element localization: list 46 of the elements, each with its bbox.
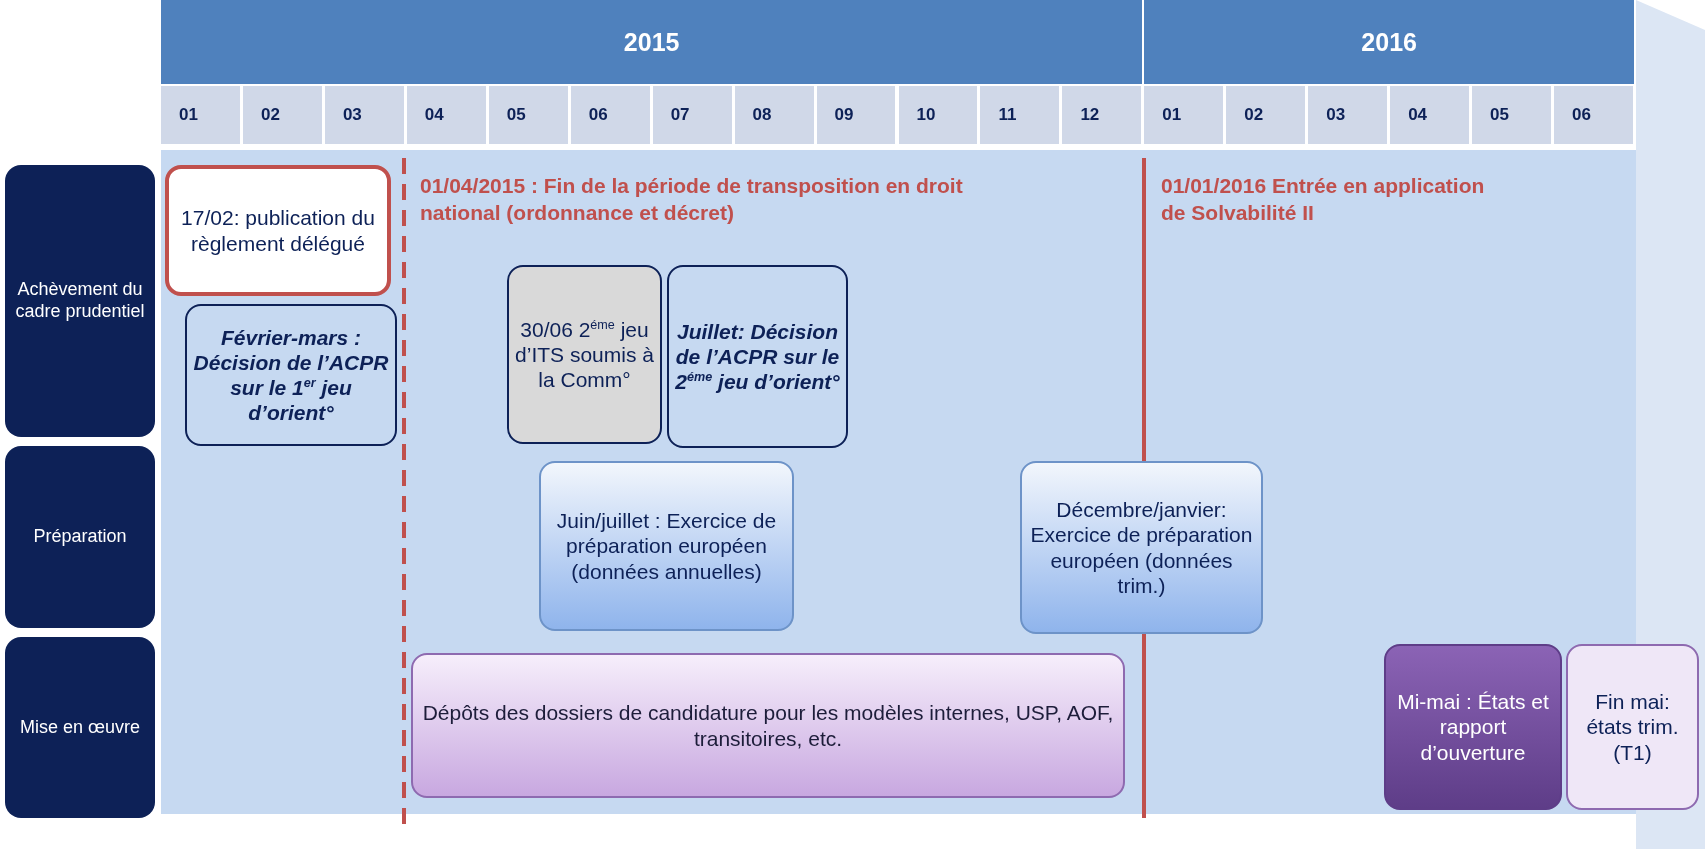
event-box bbox=[507, 265, 662, 444]
event-text: Mi-mai : États et rapport d’ouverture bbox=[1396, 689, 1550, 765]
month-header-cell: 10 bbox=[898, 86, 978, 144]
month-header-cell: 11 bbox=[980, 86, 1060, 144]
month-header-cell: 05 bbox=[488, 86, 568, 144]
event-box bbox=[539, 461, 794, 631]
event-text: Juillet: Décision de l’ACPR sur le 2$^{éme}$ jeu d’orient° bbox=[675, 318, 840, 395]
event-box bbox=[1020, 461, 1263, 634]
event-text: Février-mars : Décision de l’ACPR sur le 1$^{er}$ jeu d’orient° bbox=[193, 324, 389, 426]
row-header-text: Préparation bbox=[33, 526, 127, 548]
event-box bbox=[411, 653, 1125, 798]
month-header-cell: 02 bbox=[242, 86, 322, 144]
month-header-cell: 05 bbox=[1472, 86, 1552, 144]
event-text: Dépôts des dossiers de candidature pour les modèles internes, USP, AOF, transitoires, etc. bbox=[421, 700, 1115, 751]
event-text: Fin mai: états trim. (T1) bbox=[1585, 689, 1680, 765]
month-header-cell: 08 bbox=[734, 86, 814, 144]
row-header-box bbox=[5, 165, 155, 437]
month-header-cell: 09 bbox=[816, 86, 896, 144]
event-text: Décembre/janvier: Exercice de préparation européen (données trim.) bbox=[1029, 497, 1254, 598]
event-box bbox=[185, 304, 397, 446]
row-header-box bbox=[5, 446, 155, 628]
event-box bbox=[165, 165, 391, 296]
row-header-text: Achèvement du cadre prudentiel bbox=[14, 279, 146, 323]
month-header-cell: 12 bbox=[1062, 86, 1142, 144]
event-text: 17/02: publication du règlement délégué bbox=[180, 205, 376, 256]
event-text: Juin/juillet : Exercice de préparation européen (données annuelles) bbox=[555, 508, 778, 584]
month-header-cell: 01 bbox=[161, 86, 240, 144]
month-header-cell: 03 bbox=[324, 86, 404, 144]
month-header-cell: 04 bbox=[1390, 86, 1470, 144]
year-header-cell: 2016 bbox=[1144, 0, 1634, 84]
row-header-box bbox=[5, 637, 155, 818]
month-header-cell: 03 bbox=[1308, 86, 1388, 144]
month-header-cell: 07 bbox=[652, 86, 732, 144]
year-header-cell: 2015 bbox=[161, 0, 1143, 84]
month-header-cell: 01 bbox=[1144, 86, 1224, 144]
month-header-cell: 06 bbox=[570, 86, 650, 144]
event-text: 30/06 2$^{éme}$ jeu d’ITS soumis à la Comm° bbox=[515, 316, 654, 393]
milestone-text: 01/04/2015 : Fin de la période de transposition en droit national (ordonnance et décret) bbox=[420, 173, 964, 227]
row-header-text: Mise en œuvre bbox=[19, 716, 140, 739]
event-box bbox=[1384, 644, 1562, 810]
month-header-cell: 04 bbox=[406, 86, 486, 144]
event-box bbox=[667, 265, 848, 448]
milestone-text: 01/01/2016 Entrée en application de Solvabilité II bbox=[1161, 173, 1486, 227]
month-header-cell: 06 bbox=[1554, 86, 1633, 144]
event-box bbox=[1566, 644, 1699, 810]
month-header-cell: 02 bbox=[1226, 86, 1306, 144]
